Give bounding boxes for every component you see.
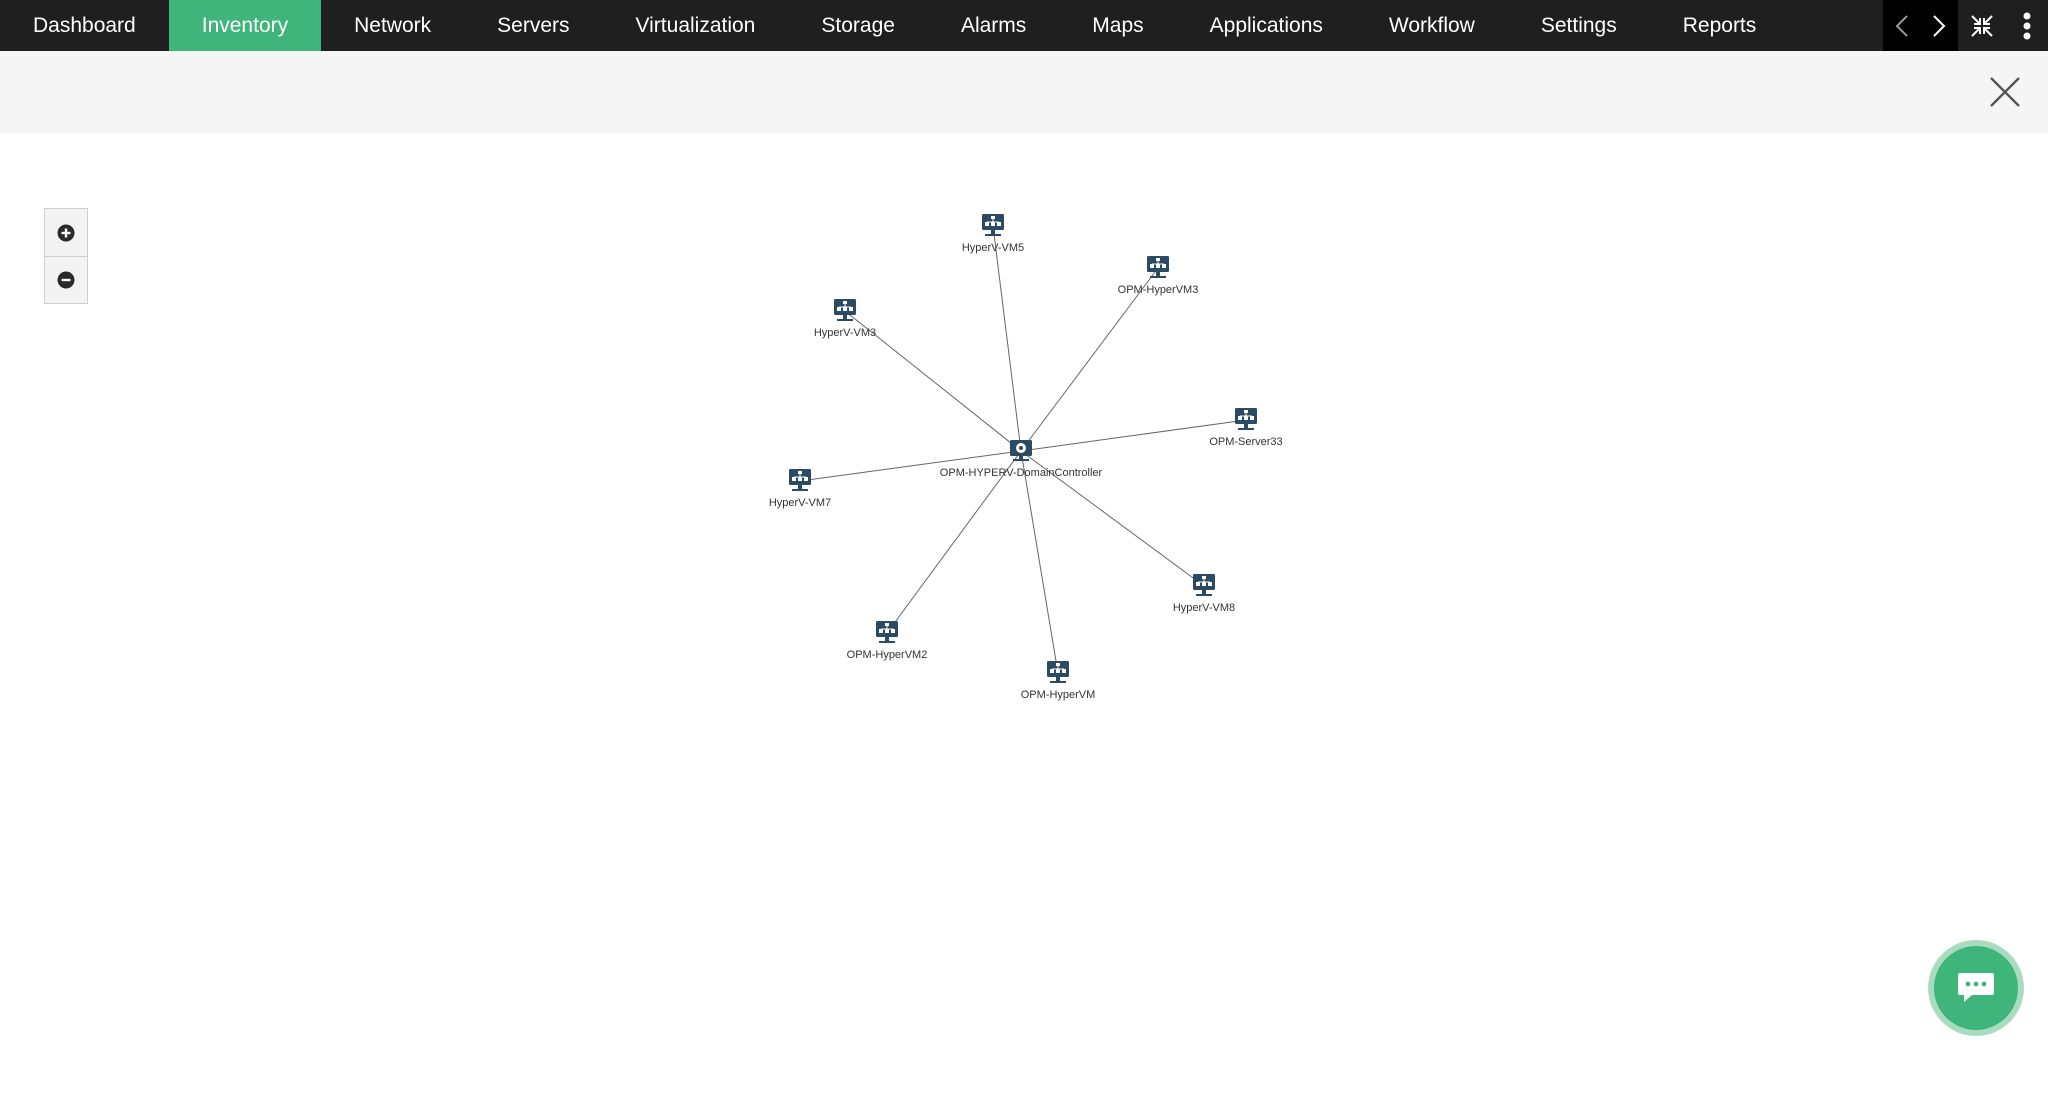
collapse-icon[interactable]	[1958, 0, 2006, 51]
map-node-server33[interactable]: OPM-Server33	[1209, 408, 1283, 448]
chevron-left-icon[interactable]	[1884, 0, 1921, 51]
nav-tab-workflow[interactable]: Workflow	[1388, 13, 1475, 37]
zoom-out-button[interactable]	[45, 256, 87, 303]
nav-tab-applications[interactable]: Applications	[1209, 13, 1323, 37]
server-network-icon	[1147, 256, 1169, 278]
nav-tab-virtualization[interactable]: Virtualization	[635, 13, 756, 37]
map-links	[799, 225, 1247, 674]
map-node-label: OPM-HYPERV-DomainController	[940, 467, 1103, 479]
map-nodes: HyperV-VM5OPM-HyperVM3HyperV-VM3OPM-Serv…	[769, 214, 1283, 701]
map-link-vm5	[992, 225, 1022, 452]
map-node-label: HyperV-VM8	[1173, 602, 1235, 614]
map-node-label: OPM-HyperVM2	[847, 649, 928, 661]
nav-tab-maps[interactable]: Maps	[1092, 13, 1144, 37]
map-node-opmvm2[interactable]: OPM-HyperVM2	[847, 621, 928, 661]
map-toolbar	[0, 51, 2048, 133]
nav-tab-dashboard[interactable]: Dashboard	[33, 13, 136, 37]
zoom-out-icon	[57, 271, 75, 288]
map-node-opmvm3[interactable]: OPM-HyperVM3	[1118, 256, 1199, 296]
nav-tab-reports[interactable]: Reports	[1682, 13, 1757, 37]
map-node-vm7[interactable]: HyperV-VM7	[769, 469, 831, 509]
server-network-icon	[1193, 574, 1215, 596]
nav-tab-settings[interactable]: Settings	[1540, 13, 1617, 37]
map-node-vm3[interactable]: HyperV-VM3	[814, 299, 876, 339]
map-node-label: HyperV-VM3	[814, 327, 876, 339]
map-link-opmvm2	[886, 450, 1022, 634]
map-node-dc[interactable]: OPM-HYPERV-DomainController	[940, 440, 1103, 479]
chat-icon	[1934, 946, 2018, 1030]
server-network-icon	[1047, 661, 1069, 683]
server-network-icon	[1235, 408, 1257, 430]
server-network-icon	[982, 214, 1004, 236]
nav-tab-servers[interactable]: Servers	[497, 13, 570, 37]
nav-tab-storage[interactable]: Storage	[821, 13, 895, 37]
server-network-icon	[876, 621, 898, 643]
more-vertical-icon[interactable]	[2006, 0, 2048, 51]
map-node-label: OPM-HyperVM	[1021, 689, 1096, 701]
map-node-label: OPM-Server33	[1209, 436, 1282, 448]
zoom-control	[44, 208, 88, 304]
chat-button[interactable]	[1928, 940, 2024, 1036]
nav-tab-alarms[interactable]: Alarms	[960, 13, 1027, 37]
nav-tab-network[interactable]: Network	[354, 13, 432, 37]
map-node-label: HyperV-VM7	[769, 497, 831, 509]
map-node-vm8[interactable]: HyperV-VM8	[1173, 574, 1235, 614]
nav-tab-inventory[interactable]: Inventory	[168, 0, 322, 51]
map-node-vm5[interactable]: HyperV-VM5	[962, 214, 1024, 254]
map-node-label: HyperV-VM5	[962, 242, 1024, 254]
map-node-label: OPM-HyperVM3	[1118, 284, 1199, 296]
map-link-vm3	[844, 310, 1022, 452]
map-link-vm8	[1020, 450, 1205, 587]
chevron-right-icon[interactable]	[1921, 0, 1958, 51]
zoom-in-button[interactable]	[45, 209, 87, 257]
cloud-server-icon	[1010, 440, 1032, 461]
server-network-icon	[789, 469, 811, 491]
zoom-in-icon	[57, 224, 75, 241]
nav-scroll-arrows	[1883, 0, 1958, 51]
map-link-opmvm3	[1020, 267, 1159, 452]
close-icon[interactable]	[1988, 75, 2022, 109]
map-link-opmvm	[1020, 450, 1059, 674]
network-map[interactable]: HyperV-VM5OPM-HyperVM3HyperV-VM3OPM-Serv…	[0, 133, 2048, 1106]
server-network-icon	[834, 299, 856, 321]
map-link-server33	[1020, 419, 1247, 452]
map-node-opmvm[interactable]: OPM-HyperVM	[1021, 661, 1096, 701]
map-link-vm7	[799, 450, 1022, 482]
top-navigation: Dashboard Inventory Network Servers Virt…	[0, 0, 2048, 51]
